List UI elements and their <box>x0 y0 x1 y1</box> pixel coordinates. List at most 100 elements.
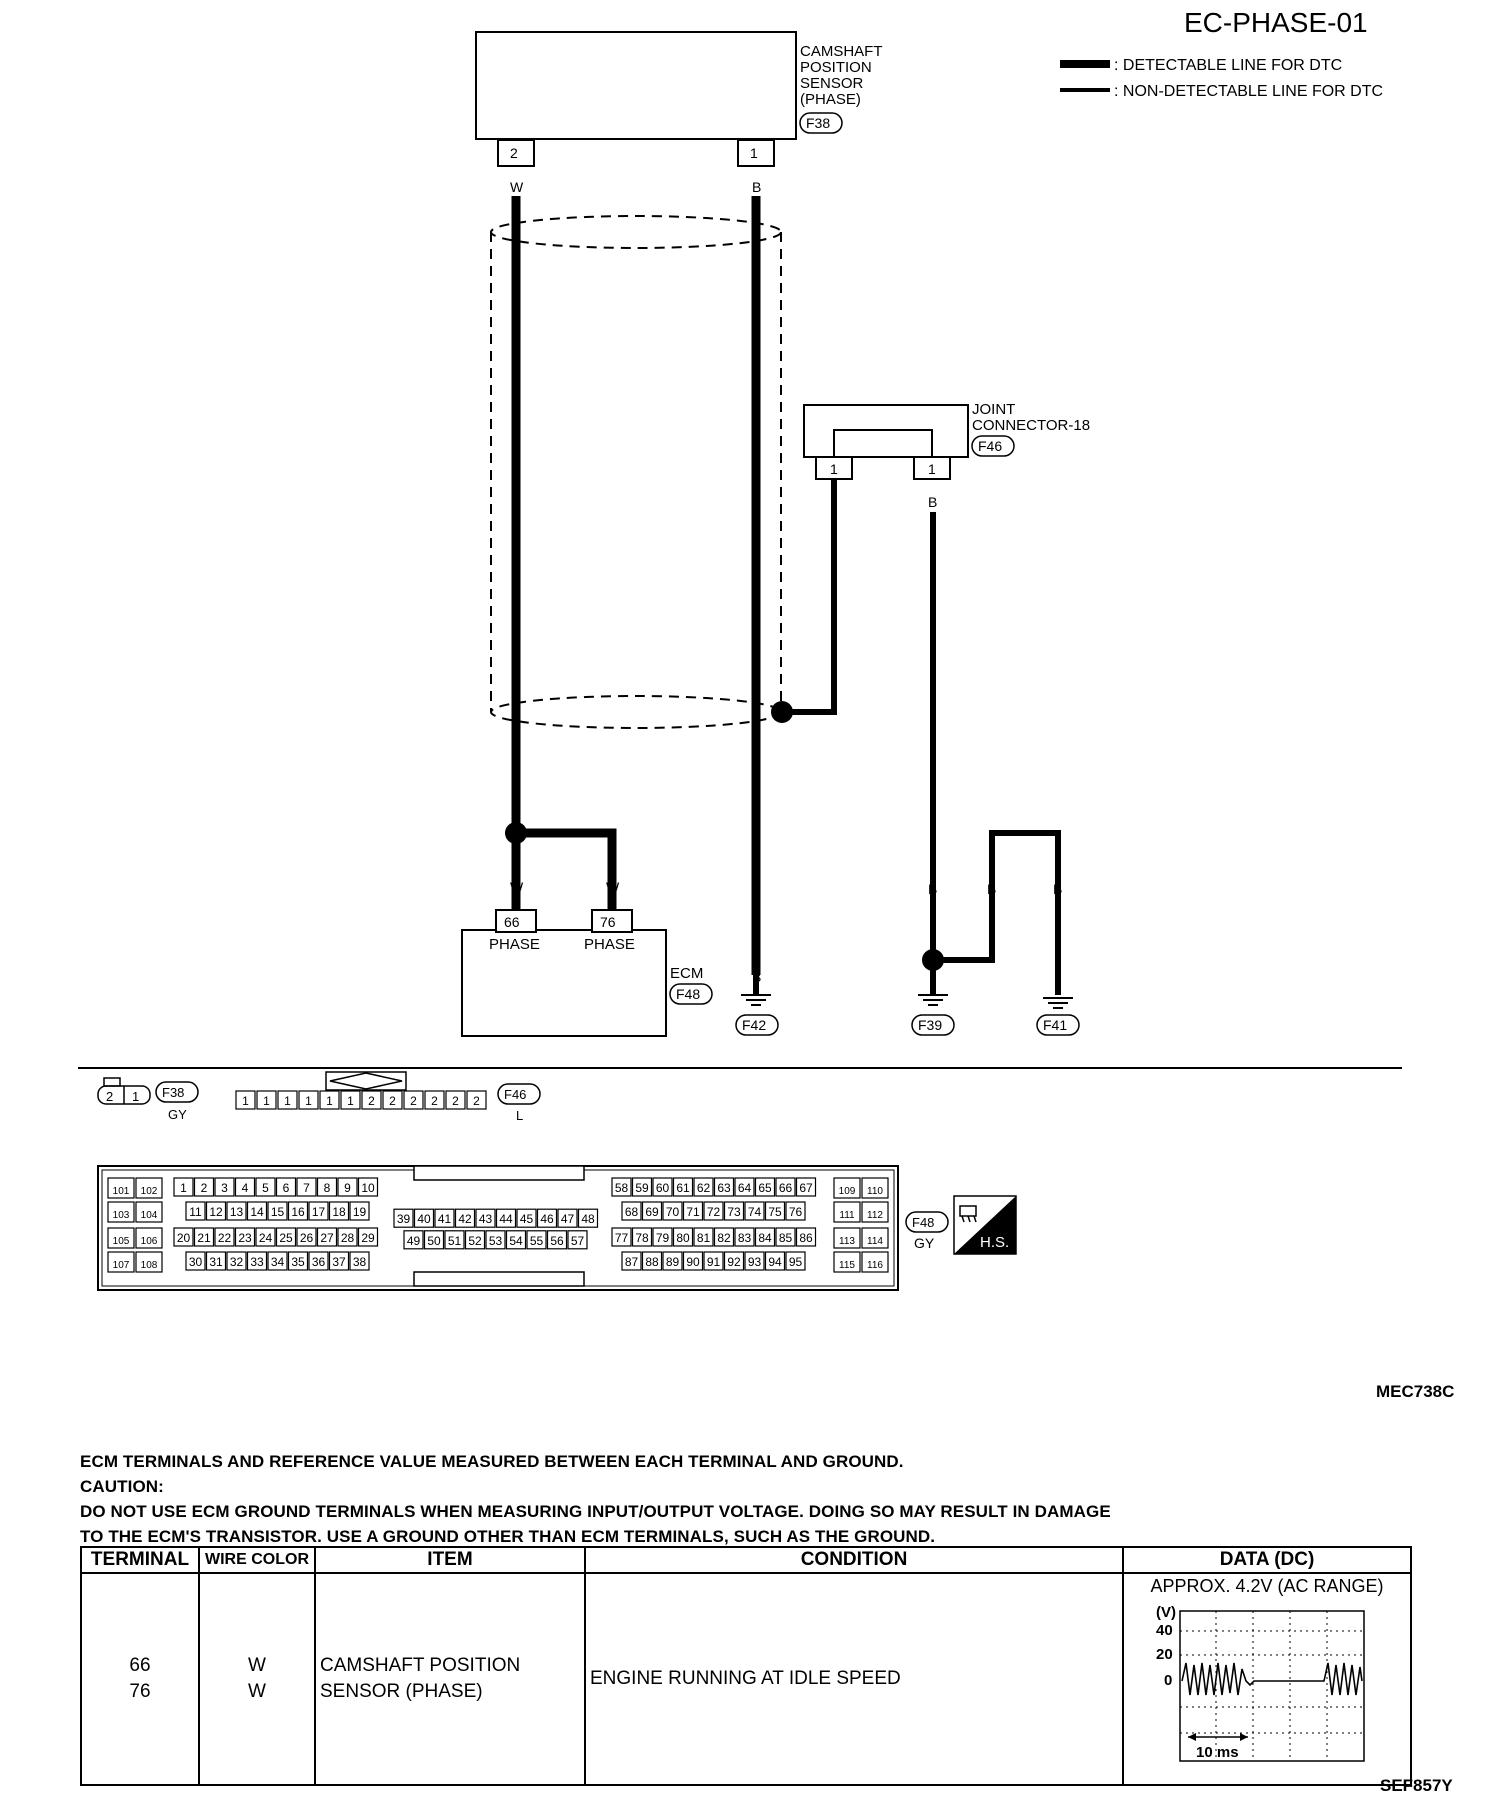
f48-pin: 80 <box>676 1231 690 1245</box>
f48-pin: 62 <box>697 1181 711 1195</box>
ground-f42: F42 <box>742 1017 766 1033</box>
f46-pin-cell <box>256 1090 277 1110</box>
f48-pin-cell <box>296 1177 317 1197</box>
f48-pin: 7 <box>303 1181 310 1195</box>
sensor-pin-2: 2 <box>510 145 518 161</box>
f48-pin: 35 <box>291 1255 305 1269</box>
f48-pin: 81 <box>697 1231 711 1245</box>
f48-pin-cell <box>713 1177 735 1197</box>
f46-pin-cell <box>403 1090 424 1110</box>
f48-pin: 95 <box>789 1255 803 1269</box>
f48-pin-cell <box>135 1177 163 1199</box>
f46-pin: 2 <box>452 1094 459 1108</box>
joint-pin-a: 1 <box>830 461 838 477</box>
f48-pin: 17 <box>312 1205 326 1219</box>
f48-pin: 6 <box>283 1181 290 1195</box>
f48-pin-cell <box>308 1251 329 1271</box>
joint-label-1: JOINT <box>972 401 1015 418</box>
f48-pin-cell <box>775 1227 796 1247</box>
f48-pin: 5 <box>262 1181 269 1195</box>
f48-pin-cell <box>785 1251 806 1271</box>
f48-pin-cell <box>185 1251 206 1271</box>
f48-pin: 87 <box>625 1255 639 1269</box>
f48-pin: 30 <box>189 1255 203 1269</box>
note-line-1: ECM TERMINALS AND REFERENCE VALUE MEASUR… <box>80 1452 904 1471</box>
f48-pin-cell <box>287 1201 309 1221</box>
f48-pin-cell <box>337 1177 358 1197</box>
table-row: 66 76 W W CAMSHAFT POSITION SENSOR (PHAS… <box>80 1572 1412 1786</box>
sensor-label-4: (PHASE) <box>800 91 861 108</box>
f48-pin: 23 <box>238 1231 252 1245</box>
f48-pin: 66 <box>779 1181 793 1195</box>
f48-pin-cell <box>226 1201 247 1221</box>
f46-color: L <box>516 1108 523 1123</box>
f48-pin: 110 <box>867 1186 883 1197</box>
f48-pin-cell <box>734 1177 755 1197</box>
terminal-76: 76 <box>129 1681 151 1702</box>
f48-pin-cell <box>641 1251 663 1271</box>
f48-pin-cell <box>485 1230 506 1250</box>
f48-pin-cell <box>662 1201 683 1221</box>
f48-pin: 112 <box>867 1210 883 1221</box>
f46-pin-cell <box>277 1090 298 1110</box>
f48-pin-cell <box>296 1227 317 1247</box>
f48-pin-cell <box>662 1251 683 1271</box>
f48-pin: 8 <box>324 1181 331 1195</box>
f46-pin: 1 <box>242 1094 249 1108</box>
f48-pin-cell <box>672 1177 694 1197</box>
f48-pin-cell <box>764 1201 786 1221</box>
f48-pin: 85 <box>779 1231 793 1245</box>
header-condition: CONDITION <box>584 1546 1124 1574</box>
f48-pin-cell <box>833 1201 861 1223</box>
f48-pin: 55 <box>530 1234 544 1248</box>
f46-pin: 2 <box>389 1094 396 1108</box>
f48-pin-cell <box>316 1177 338 1197</box>
f48-pin-cell <box>193 1227 215 1247</box>
note-line-4: TO THE ECM'S TRANSISTOR. USE A GROUND OT… <box>80 1527 936 1546</box>
f48-pin: 13 <box>230 1205 244 1219</box>
f46-pin: 1 <box>347 1094 354 1108</box>
cell-data: APPROX. 4.2V (AC RANGE) (V) 40 20 0 10 m… <box>1122 1572 1412 1786</box>
f48-pin: 103 <box>113 1210 130 1221</box>
ground-f41: F41 <box>1043 1017 1067 1033</box>
hs-badge: H.S. <box>953 1195 1017 1255</box>
f48-pin: 38 <box>353 1255 367 1269</box>
f48-pin-cell <box>464 1230 486 1250</box>
f48-pin-cell <box>393 1208 414 1228</box>
f48-pin-cell <box>214 1177 235 1197</box>
f48-pin-cell <box>764 1251 786 1271</box>
f48-pin: 25 <box>279 1231 293 1245</box>
f48-pin: 84 <box>758 1231 772 1245</box>
cell-terminal: 66 76 <box>80 1572 200 1786</box>
f48-pin: 59 <box>635 1181 649 1195</box>
splice-w <box>505 822 527 844</box>
f48-pin: 67 <box>799 1181 813 1195</box>
f48-pin: 4 <box>242 1181 249 1195</box>
ecm-wire-w1: W <box>510 879 524 895</box>
f48-pin: 48 <box>581 1212 595 1226</box>
f48-pin-cell <box>475 1208 496 1228</box>
scope-time: 10 ms <box>1196 1744 1239 1761</box>
f48-pin: 58 <box>615 1181 629 1195</box>
f48-pin-cell <box>861 1227 889 1249</box>
f48-pin: 37 <box>332 1255 346 1269</box>
ecm-pin-66: 66 <box>504 914 520 930</box>
f38-pin-b: 1 <box>132 1089 139 1104</box>
f48-pin: 11 <box>189 1205 202 1219</box>
f48-pin: 42 <box>458 1212 472 1226</box>
shield <box>490 215 782 729</box>
f48-pin-cell <box>833 1177 861 1199</box>
f48-pin: 83 <box>738 1231 752 1245</box>
f48-pin: 43 <box>479 1212 493 1226</box>
f48-pin-cell <box>775 1177 796 1197</box>
f46-pin: 2 <box>368 1094 375 1108</box>
f48-pin-cell <box>214 1227 235 1247</box>
f48-pin: 60 <box>656 1181 670 1195</box>
scope-unit: (V) <box>1156 1604 1176 1621</box>
f48-pin: 86 <box>799 1231 813 1245</box>
f48-pin: 91 <box>707 1255 721 1269</box>
f48-pin-cell <box>135 1251 163 1273</box>
f48-pin-cell <box>693 1227 714 1247</box>
f48-pin-cell <box>107 1227 135 1249</box>
